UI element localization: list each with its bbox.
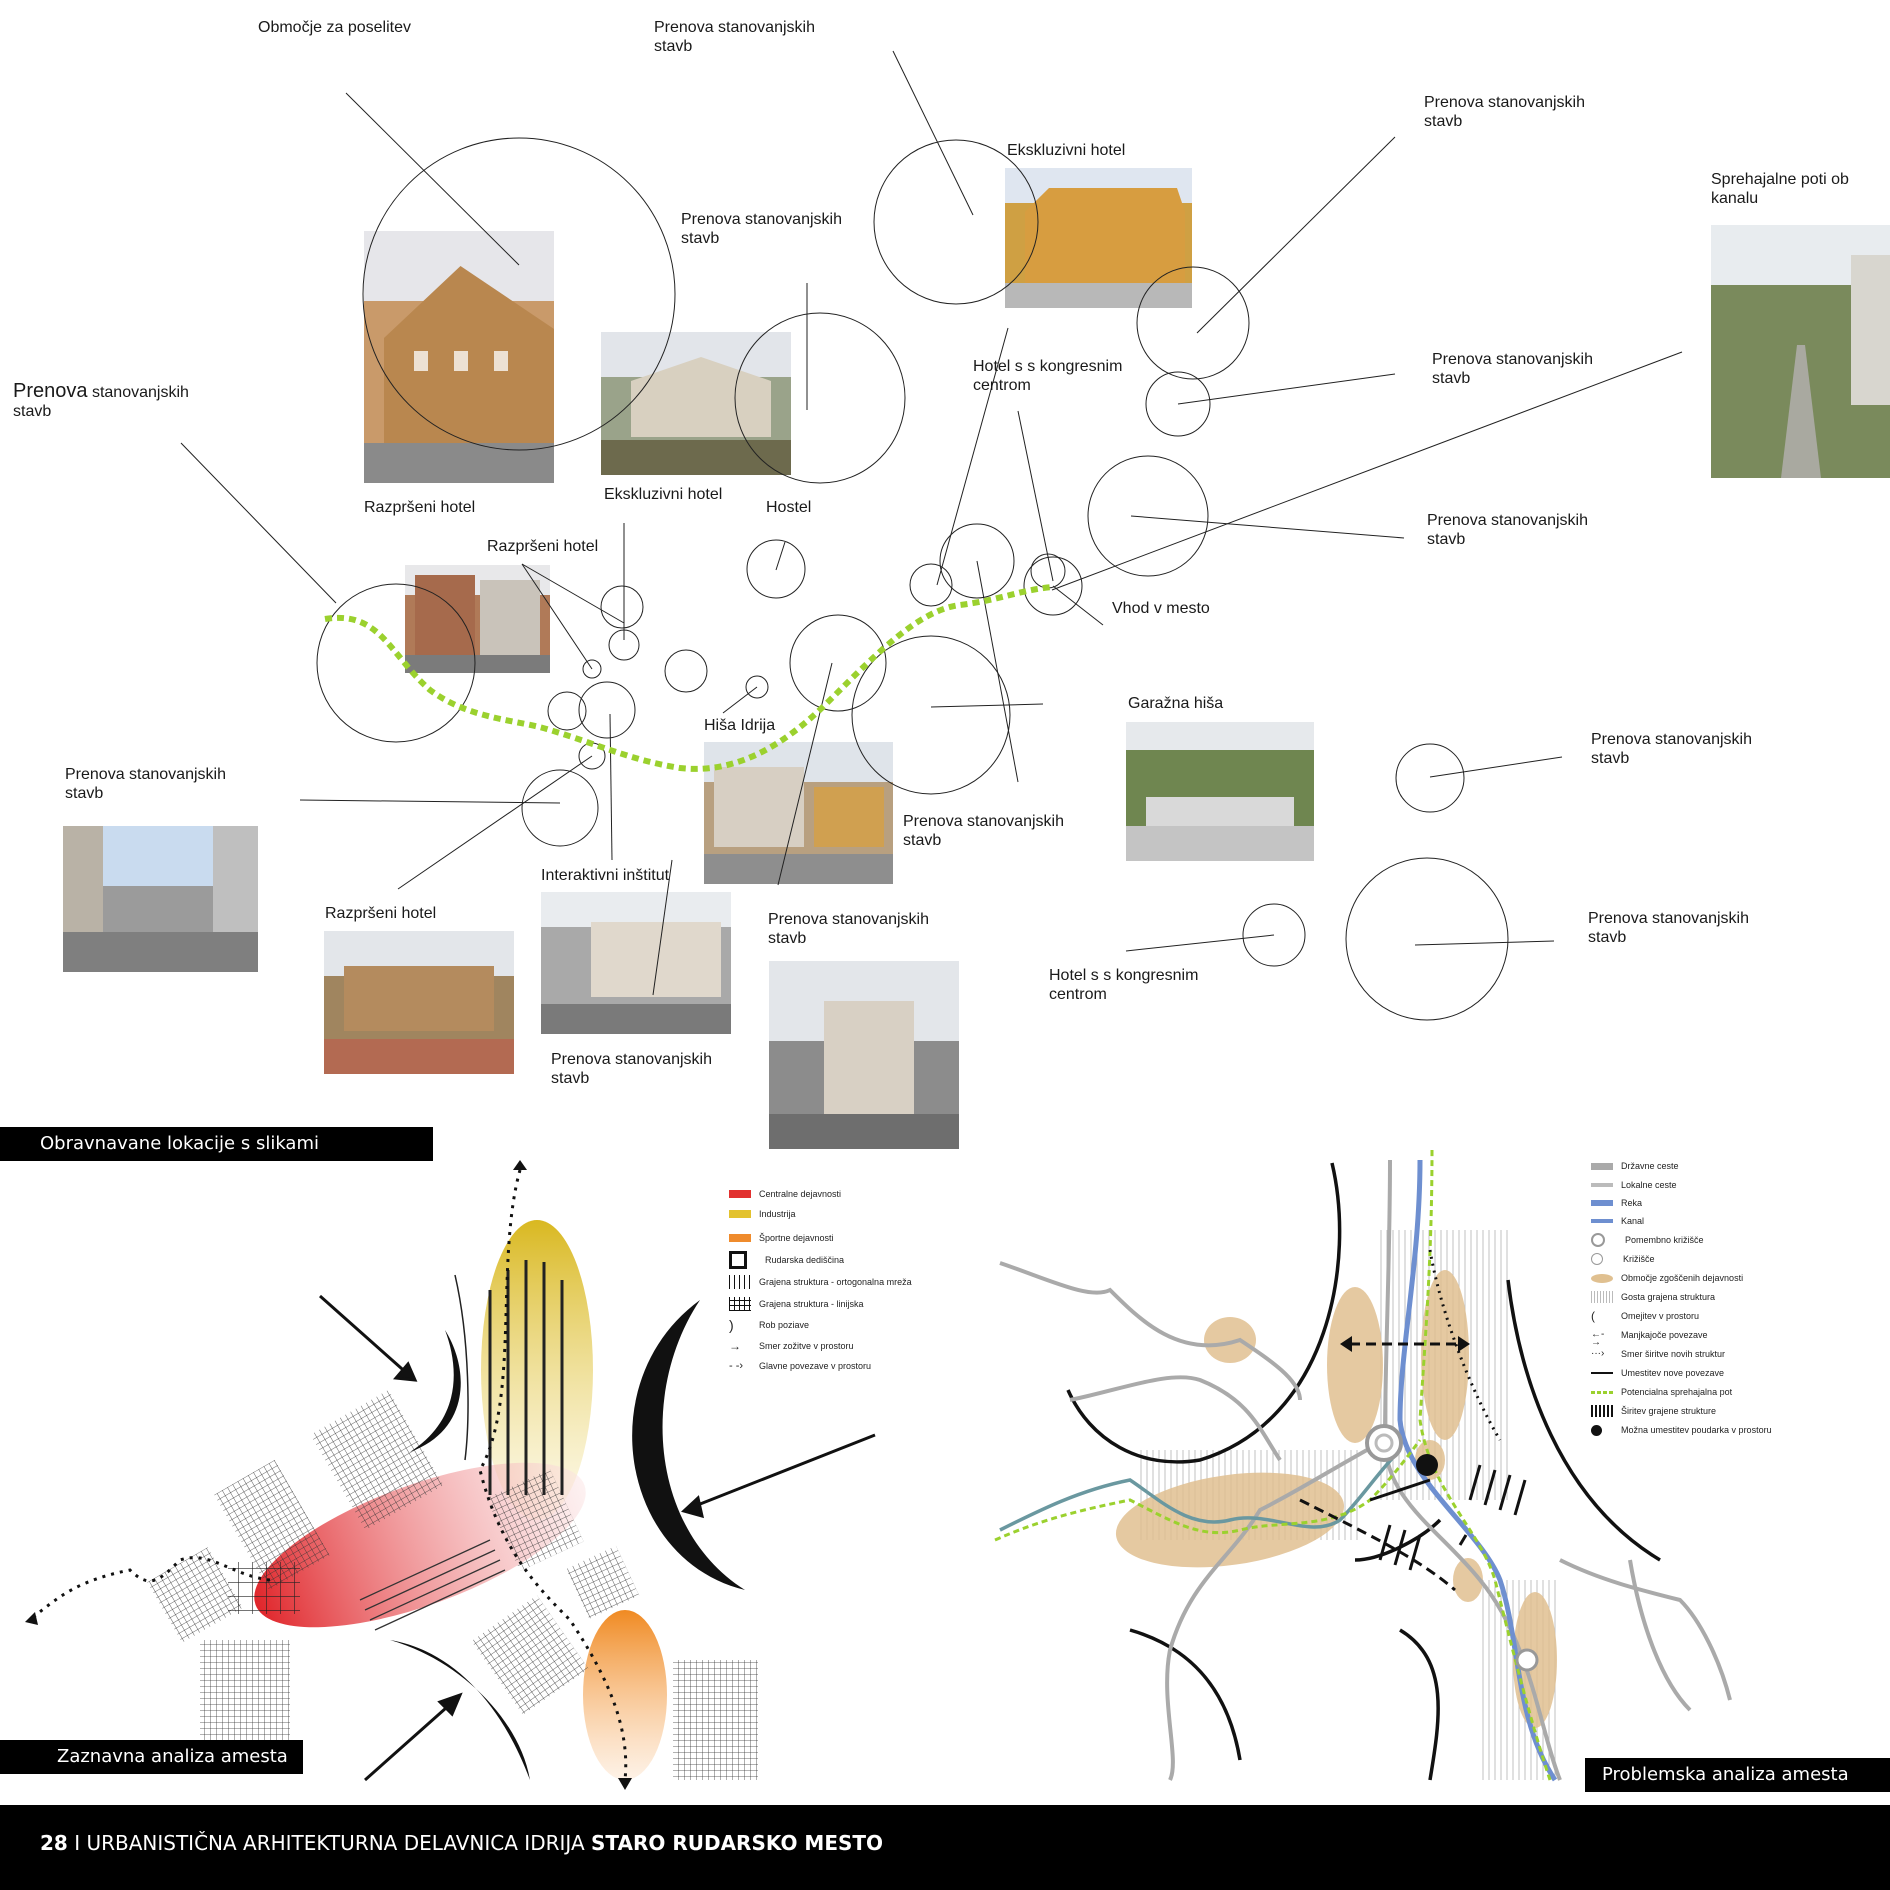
label-garage: Garažna hiša <box>1128 695 1224 712</box>
label-hostel: Hostel <box>766 499 812 516</box>
label-interactive-institute: Interaktivni inštitut <box>541 867 670 884</box>
activity-zones <box>1115 1270 1557 1728</box>
label-renovation-12: Prenova stanovanjskih stavb <box>551 1051 712 1087</box>
label-settlement-area: Območje za poselitev <box>258 19 411 36</box>
label-congress-hotel-2: Hotel s s kongresnim centrom <box>1049 967 1199 1003</box>
label-renovation-7: Prenova stanovanjskih stavb <box>1591 731 1752 767</box>
limit-arc-icon: ( <box>1591 1309 1595 1323</box>
major-junction-icon <box>1591 1233 1605 1247</box>
legend-dense-structure: Gosta grajena struktura <box>1621 1291 1716 1302</box>
label-renovation-6: Prenova stanovanjskih stavb <box>1427 512 1588 548</box>
label-city-entrance: Vhod v mesto <box>1112 600 1210 617</box>
photo-apartment-block <box>769 961 959 1149</box>
legend-expansion-direction: Smer širitve novih struktur <box>1621 1348 1726 1359</box>
legend-new-link: Umestitev nove povezave <box>1621 1367 1725 1378</box>
legend-missing-links: Manjkajoče povezave <box>1621 1329 1708 1340</box>
label-renovation-10: Prenova stanovanjskih stavb <box>768 911 929 947</box>
legend-canal: Kanal <box>1621 1215 1645 1226</box>
photo-garage <box>1126 722 1314 861</box>
photo-dispersed-hotel-1 <box>405 565 550 673</box>
section-tag-perception: Zaznavna analiza amesta <box>0 1740 303 1774</box>
page-footer: 28 I URBANISTIČNA ARHITEKTURNA DELAVNICA… <box>0 1805 1890 1890</box>
label-renovation-8: Prenova stanovanjskih stavb <box>65 766 226 802</box>
junction-icon <box>1591 1253 1603 1265</box>
emphasis-dot-icon <box>1591 1424 1602 1436</box>
legend-state-roads: Državne ceste <box>1621 1160 1679 1171</box>
legend-linear: Grajena struktura - linijska <box>759 1298 864 1309</box>
legend-central: Centralne dejavnosti <box>759 1188 842 1199</box>
label-exclusive-hotel-1: Ekskluzivni hotel <box>1007 142 1126 159</box>
legend-edge: Rob poziave <box>759 1319 810 1330</box>
label-dispersed-hotel-1: Razpršeni hotel <box>364 499 476 516</box>
label-dispersed-hotel-3: Razpršeni hotel <box>325 905 437 922</box>
legend-sports: Športne dejavnosti <box>759 1232 834 1243</box>
legend-river: Reka <box>1621 1197 1643 1208</box>
legend-local-roads: Lokalne ceste <box>1621 1179 1677 1190</box>
photo-house-2 <box>601 332 791 475</box>
label-hisa-idrija: Hiša Idrija <box>704 717 776 734</box>
site-map-overlay <box>180 50 1683 1021</box>
label-canal-walks: Sprehajalne poti ob kanalu <box>1711 171 1849 207</box>
photo-house-1 <box>364 231 554 483</box>
label-renovation-11: Prenova stanovanjskih stavb <box>1588 910 1749 946</box>
photo-dispersed-hotel-2 <box>324 931 514 1074</box>
footer-text: 28 I URBANISTIČNA ARHITEKTURNA DELAVNICA… <box>40 1831 883 1855</box>
section-tag-problem: Problemska analiza amesta <box>1585 1758 1890 1792</box>
label-renovation-2: Prenova stanovanjskih stavb <box>1424 94 1585 130</box>
label-renovation-1: Prenova stanovanjskih stavb <box>654 19 815 55</box>
legend-limit: Omejitev v prostoru <box>1621 1310 1700 1321</box>
legend-major-junction: Pomembno križišče <box>1625 1234 1704 1245</box>
label-dispersed-hotel-2: Razpršeni hotel <box>487 538 599 555</box>
photo-hisa-idrija <box>704 742 893 884</box>
legend-perception: Centralne dejavnosti Industrija Športne … <box>729 1187 989 1377</box>
dashed-arrow-icon: - -› <box>729 1360 744 1372</box>
legend-emphasis: Možna umestitev poudarka v prostoru <box>1621 1424 1772 1435</box>
legend-potential-walk: Potencialna sprehajalna pot <box>1621 1386 1733 1397</box>
legend-main-links: Glavne povezave v prostoru <box>759 1360 872 1371</box>
label-renovation-4-main: Prenova <box>13 380 88 402</box>
walkway-path <box>324 584 1053 772</box>
page-number: 28 <box>40 1831 68 1855</box>
edge-arc-icon: ) <box>729 1317 734 1333</box>
label-renovation-3: Prenova stanovanjskih stavb <box>681 211 842 247</box>
label-exclusive-hotel-2: Ekskluzivni hotel <box>604 486 723 503</box>
legend-orthogonal: Grajena struktura - ortogonalna mreža <box>759 1276 912 1287</box>
photo-street-1 <box>63 826 258 972</box>
mining-heritage-icon <box>729 1251 747 1269</box>
legend-activity-zone: Območje zgoščenih dejavnosti <box>1621 1272 1744 1283</box>
double-arrow-icon: ←-→ <box>1591 1329 1605 1348</box>
label-renovation-4-rest: stanovanjskih stavb <box>13 384 189 420</box>
footer-subtitle: STARO RUDARSKO MESTO <box>590 1831 884 1855</box>
label-congress-hotel-1: Hotel s s kongresnim centrom <box>973 358 1123 394</box>
arrow-right-icon: → <box>729 1339 741 1353</box>
label-renovation-5: Prenova stanovanjskih stavb <box>1432 351 1593 387</box>
label-renovation-9: Prenova stanovanjskih stavb <box>903 813 1064 849</box>
label-renovation-4: Prenova stanovanjskih stavb <box>13 363 189 421</box>
legend-junction: Križišče <box>1623 1253 1655 1264</box>
footer-title: I URBANISTIČNA ARHITEKTURNA DELAVNICA ID… <box>67 1831 591 1855</box>
photo-interactive-institute <box>541 892 731 1034</box>
perception-analysis-diagram <box>25 1160 876 1790</box>
legend-narrowing: Smer zožitve v prostoru <box>759 1340 854 1351</box>
legend-problem: Državne ceste Lokalne ceste Reka Kanal P… <box>1591 1159 1890 1449</box>
photo-canal-walk <box>1711 225 1890 478</box>
dotted-arrow-icon: ···› <box>1591 1348 1605 1359</box>
legend-structure-expansion: Širitev grajene strukture <box>1621 1405 1717 1416</box>
legend-mining: Rudarska dediščina <box>765 1254 845 1265</box>
section-tag-locations: Obravnavane lokacije s slikami <box>0 1127 433 1161</box>
legend-industry: Industrija <box>759 1208 796 1219</box>
